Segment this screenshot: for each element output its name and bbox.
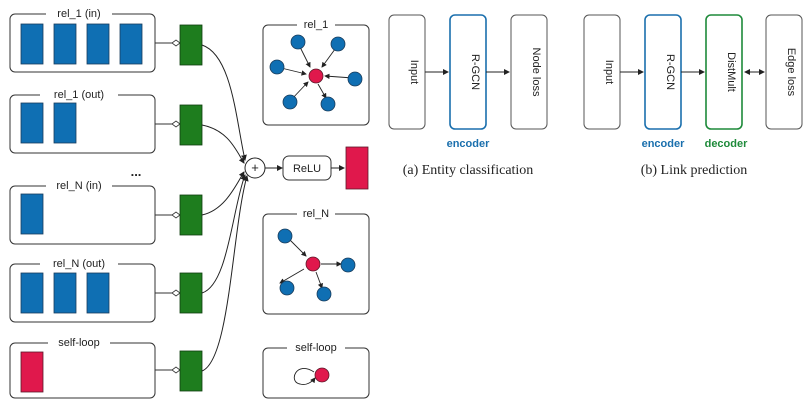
entity-classification-panel: Input R-GCN Node loss encoder (a) Entity…	[388, 14, 548, 178]
distmult-box	[705, 14, 743, 130]
box-connectors	[155, 42, 176, 371]
feature-block	[20, 193, 44, 235]
graph-node	[347, 71, 363, 87]
edge-loss-label: Edge loss	[785, 48, 797, 97]
graph-node	[330, 36, 346, 52]
feature-block	[53, 102, 77, 144]
weight-block	[179, 350, 203, 392]
node-loss-label: Node loss	[530, 48, 542, 97]
graph-node	[279, 280, 295, 296]
graph-node	[316, 286, 332, 302]
rel-n-out-label: rel_N (out)	[53, 258, 105, 270]
rel-1-out-label: rel_1 (out)	[54, 89, 104, 101]
encoder-label: encoder	[447, 138, 491, 150]
feature-block	[20, 351, 44, 393]
feature-block	[53, 272, 77, 314]
rel-1-out-box: rel_1 (out)	[9, 86, 156, 154]
rgcn-label: R-GCN	[469, 54, 481, 90]
feature-block	[20, 272, 44, 314]
aggregation-arrows	[201, 44, 249, 372]
self-loop-box: self-loop	[9, 334, 156, 399]
feature-block	[53, 23, 77, 65]
center-node	[308, 68, 324, 84]
input-label: Input	[603, 60, 615, 84]
weight-block	[179, 272, 203, 314]
link-prediction-panel: Input R-GCN DistMult Edge loss encoder d…	[583, 14, 803, 178]
rel-1-graph-label: rel_1	[304, 19, 328, 31]
rel-n-graph-label: rel_N	[303, 208, 329, 220]
weight-block	[179, 104, 203, 146]
decoder-label: decoder	[705, 138, 749, 150]
center-node	[305, 256, 321, 272]
rel-1-in-label: rel_1 (in)	[57, 8, 100, 20]
encoder-label: encoder	[642, 138, 686, 150]
rel-1-graph: rel_1	[262, 16, 370, 126]
rel-1-in-box: rel_1 (in)	[9, 6, 156, 73]
graph-node	[340, 257, 356, 273]
rel-n-in-box: rel_N (in)	[9, 177, 156, 245]
feature-block	[86, 272, 110, 314]
rgcn-label: R-GCN	[664, 54, 676, 90]
rel-n-in-label: rel_N (in)	[56, 180, 101, 192]
feature-block	[20, 102, 44, 144]
caption-a: (a) Entity classification	[403, 163, 534, 178]
weight-block	[179, 24, 203, 66]
distmult-label: DistMult	[725, 52, 737, 92]
connector-diamonds	[171, 39, 181, 374]
weight-blocks	[179, 24, 203, 392]
graph-node	[269, 59, 285, 75]
feature-block	[86, 23, 110, 65]
self-loop-graph: self-loop	[262, 339, 370, 399]
caption-b: (b) Link prediction	[641, 163, 748, 178]
graph-node	[320, 96, 336, 112]
rel-n-out-box: rel_N (out)	[9, 255, 156, 323]
graph-node	[282, 94, 298, 110]
graph-node	[277, 228, 293, 244]
feature-block	[20, 23, 44, 65]
self-loop-label: self-loop	[58, 337, 100, 349]
weight-block	[179, 194, 203, 236]
edge-loss-box	[765, 14, 803, 130]
graph-node	[290, 34, 306, 50]
output-block	[345, 146, 369, 190]
node-loss-box	[510, 14, 548, 130]
rel-n-graph: rel_N	[262, 205, 370, 315]
center-node	[314, 367, 330, 383]
feature-block	[119, 23, 143, 65]
ellipsis: ...	[131, 164, 142, 179]
input-label: Input	[408, 60, 420, 84]
relu-label: ReLU	[293, 163, 321, 175]
self-loop-graph-label: self-loop	[295, 342, 337, 354]
sum-symbol: +	[251, 160, 259, 175]
